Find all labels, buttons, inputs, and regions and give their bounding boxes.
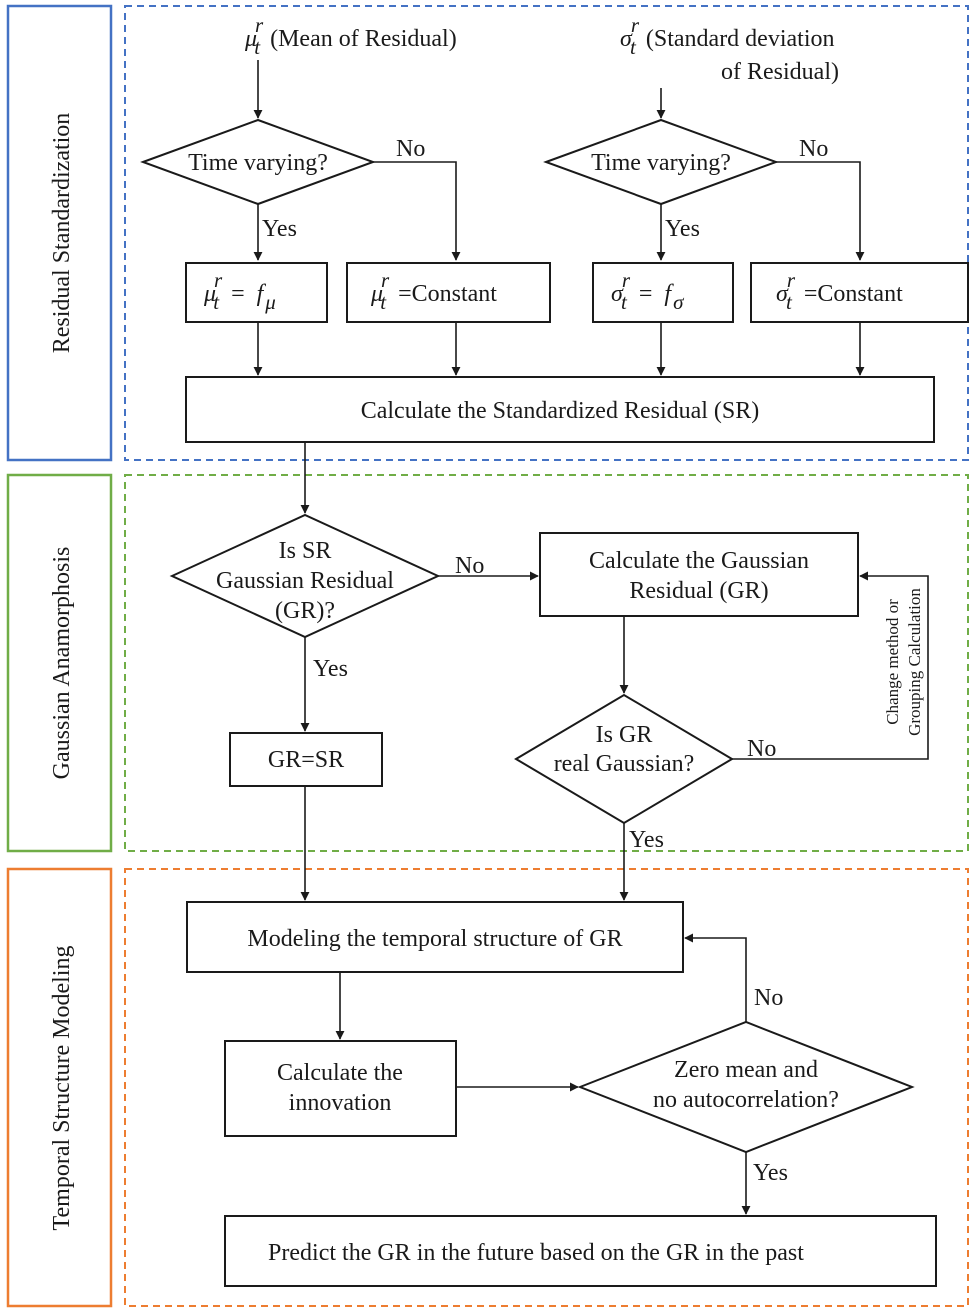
box-mean-constant (346, 262, 551, 323)
box-modeling-temporal-structure-label: Modeling the temporal structure of GR (247, 926, 622, 952)
box-gr-equals-sr-label: GR=SR (268, 747, 344, 773)
decision-is-gr-real-gaussian-line2: real Gaussian? (554, 751, 695, 777)
box-calculate-sr (185, 376, 935, 443)
label-sr-gaussian-no: No (455, 553, 484, 579)
box-calculate-sr-label: Calculate the Standardized Residual (SR) (361, 398, 760, 424)
box-calculate-gr-line2: Residual (GR) (629, 578, 768, 604)
decision-is-sr-gaussian-line1: Is SR (279, 538, 332, 564)
label-zero-mean-yes: Yes (753, 1160, 788, 1186)
arrow-real-gaussian-no-loop (732, 571, 929, 760)
box-sd-function (592, 262, 734, 323)
label-real-gaussian-no: No (747, 736, 776, 762)
box-predict-gr (224, 1215, 937, 1287)
decision-is-gr-real-gaussian-line1: Is GR (596, 722, 653, 748)
decision-zero-mean-line2: no autocorrelation? (653, 1087, 839, 1113)
section-label-gaussian-anamorphosis: Gaussian Anamorphosis (49, 547, 75, 780)
section-label-residual-standardization: Residual Standardization (49, 113, 75, 354)
box-calculate-innovation-line2: innovation (289, 1090, 392, 1116)
section-frame-gaussian-anamorphosis (6, 473, 113, 853)
decision-sd-time-varying-label: Time varying? (591, 150, 731, 176)
box-gr-equals-sr (229, 732, 383, 787)
section-region-residual-standardization (124, 5, 969, 461)
section-region-gaussian-anamorphosis (124, 474, 969, 852)
box-modeling-temporal-structure (186, 901, 684, 973)
label-sd-no: No (799, 136, 828, 162)
label-mean-yes: Yes (262, 216, 297, 242)
section-label-temporal-structure-modeling: Temporal Structure Modeling (49, 946, 75, 1231)
arrow-zero-mean-no-loop (684, 933, 747, 1022)
section-frame-residual-standardization (6, 4, 113, 462)
decision-is-sr-gaussian-line3: (GR)? (275, 598, 335, 624)
decision-zero-mean-no-autocorrelation (577, 1020, 915, 1154)
label-sd-yes: Yes (665, 216, 700, 242)
box-calculate-innovation-line1: Calculate the (277, 1060, 403, 1086)
decision-is-sr-gaussian-line2: Gaussian Residual (216, 568, 394, 594)
label-change-method-line2: Grouping Calculation (905, 588, 924, 736)
box-predict-gr-label: Predict the GR in the future based on th… (268, 1240, 804, 1266)
section-frame-temporal-structure-modeling (6, 867, 113, 1308)
box-calculate-gr-line1: Calculate the Gaussian (589, 548, 809, 574)
arrow-mean-no (373, 161, 461, 261)
label-real-gaussian-yes: Yes (629, 827, 664, 853)
decision-mean-time-varying-label: Time varying? (188, 150, 328, 176)
arrow-sd-no (776, 161, 865, 261)
box-mean-function (185, 262, 328, 323)
box-calculate-gr (539, 532, 859, 617)
box-sd-constant (750, 262, 969, 323)
label-change-method-line1: Change method or (883, 599, 902, 725)
label-zero-mean-no: No (754, 985, 783, 1011)
sd-residual-header-line2: of Residual) (721, 59, 839, 85)
section-region-temporal-structure-modeling (124, 868, 969, 1307)
box-calculate-innovation (224, 1040, 457, 1137)
label-sr-gaussian-yes: Yes (313, 656, 348, 682)
decision-zero-mean-line1: Zero mean and (674, 1057, 818, 1083)
label-mean-no: No (396, 136, 425, 162)
